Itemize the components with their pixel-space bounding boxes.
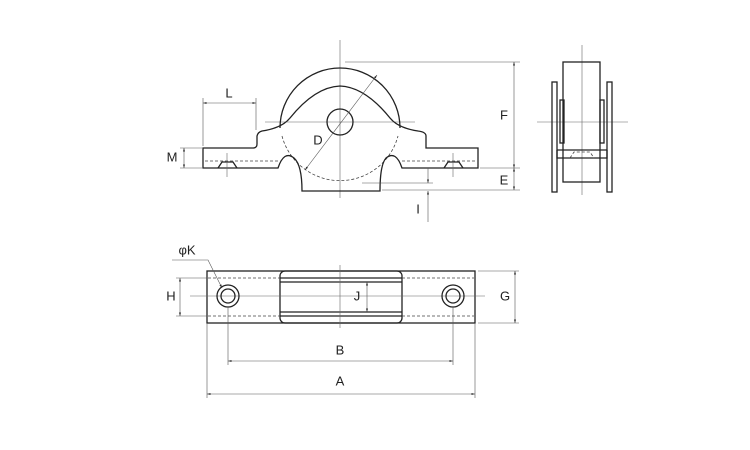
front-view: L M D F E I bbox=[167, 40, 520, 222]
label-d: D bbox=[313, 132, 322, 147]
u-bracket bbox=[556, 149, 608, 159]
wheel-housing bbox=[279, 270, 403, 324]
bracket-body bbox=[202, 85, 479, 192]
side-plate-right bbox=[606, 81, 613, 193]
label-h: H bbox=[166, 288, 175, 303]
side-plate-left bbox=[551, 81, 558, 193]
label-j: J bbox=[354, 288, 361, 303]
dim-k-leader bbox=[172, 259, 223, 289]
mount-hole-right bbox=[445, 288, 461, 304]
label-m: M bbox=[167, 149, 178, 164]
side-hidden-countersink bbox=[569, 151, 595, 159]
label-l: L bbox=[225, 85, 232, 100]
label-a: A bbox=[336, 373, 345, 388]
label-e: E bbox=[500, 172, 509, 187]
label-i: I bbox=[416, 201, 420, 216]
label-f: F bbox=[500, 107, 508, 122]
dim-d-line bbox=[304, 74, 378, 171]
label-k: φK bbox=[178, 242, 195, 257]
inner-plate-right bbox=[599, 99, 605, 144]
plan-view: φK H J G B A bbox=[166, 242, 519, 398]
label-b: B bbox=[336, 342, 345, 357]
base-plate bbox=[206, 270, 476, 324]
mount-hole-left bbox=[220, 288, 236, 304]
inner-plate-left bbox=[559, 99, 565, 144]
wheel-outer bbox=[279, 67, 401, 129]
side-view bbox=[537, 45, 628, 195]
countersink-right bbox=[443, 161, 464, 169]
countersink-left bbox=[217, 161, 238, 169]
label-g: G bbox=[500, 288, 510, 303]
